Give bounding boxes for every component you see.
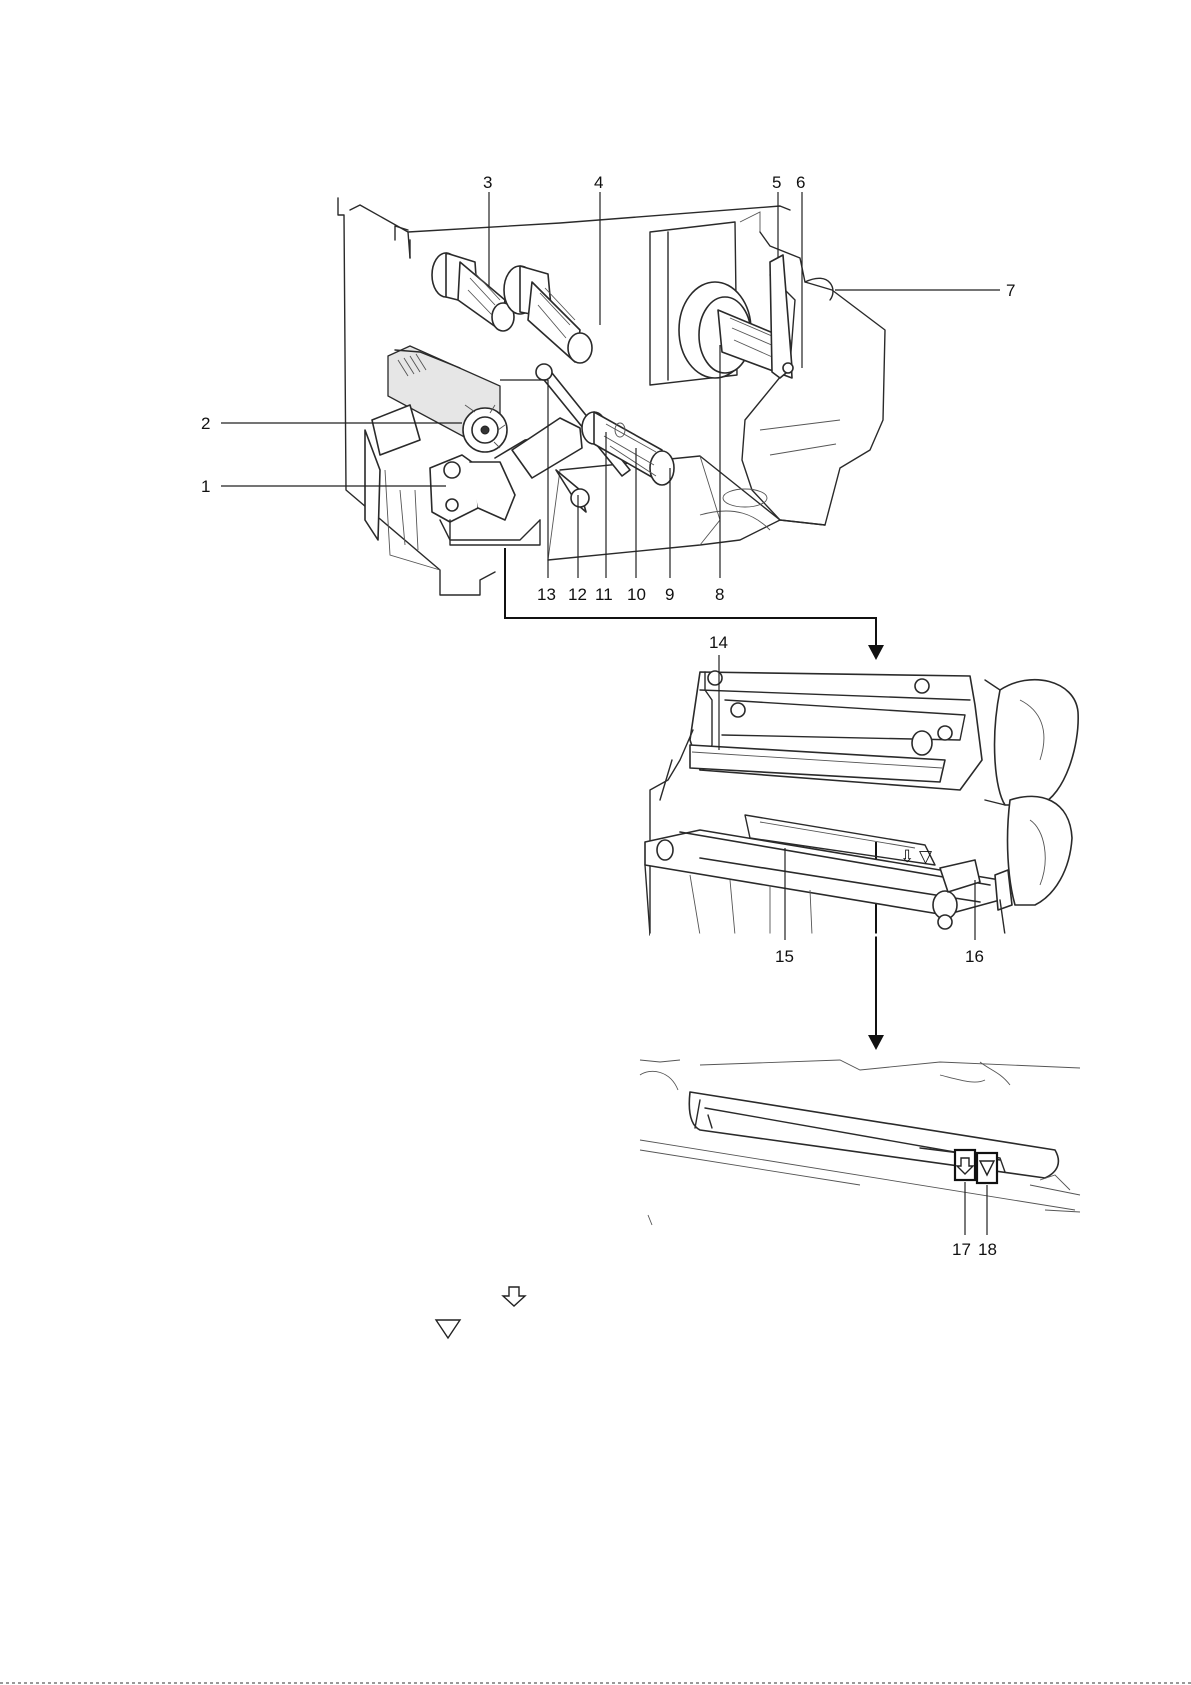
callout-9: 9 xyxy=(665,585,674,604)
callout-13: 13 xyxy=(537,585,556,604)
printer-mechanism-illustration xyxy=(338,198,885,595)
open-print-head-detail: ⇩ ▽ xyxy=(645,671,1078,935)
callout-12: 12 xyxy=(568,585,587,604)
media-guide-roller xyxy=(582,412,674,485)
callout-15: 15 xyxy=(775,947,794,966)
callout-14: 14 xyxy=(709,633,728,652)
callout-10: 10 xyxy=(627,585,646,604)
callout-11: 11 xyxy=(595,585,613,604)
callout-3: 3 xyxy=(483,173,492,192)
callout-16: 16 xyxy=(965,947,984,966)
callout-6: 6 xyxy=(796,173,805,192)
callout-7: 7 xyxy=(1006,281,1015,300)
callout-4: 4 xyxy=(594,173,603,192)
callout-1: 1 xyxy=(201,477,210,496)
callout-2: 2 xyxy=(201,414,210,433)
sensor-marks-detail xyxy=(640,1060,1080,1225)
ribbon-rewind-spindle xyxy=(432,253,514,331)
down-outline-triangle-icon xyxy=(436,1320,460,1338)
legend-icons xyxy=(436,1287,525,1338)
callout-8: 8 xyxy=(715,585,724,604)
callout-leaders-detail2 xyxy=(965,1182,987,1235)
callout-18: 18 xyxy=(978,1240,997,1259)
callout-5: 5 xyxy=(772,173,781,192)
ribbon-supply-spindle xyxy=(504,266,592,363)
down-outline-arrow-icon xyxy=(503,1287,525,1306)
detail-connector-arrows xyxy=(505,548,884,1050)
small-arrow-label-icon: ⇩ ▽ xyxy=(900,847,933,866)
callout-17: 17 xyxy=(952,1240,971,1259)
media-guide-lever xyxy=(770,255,793,378)
